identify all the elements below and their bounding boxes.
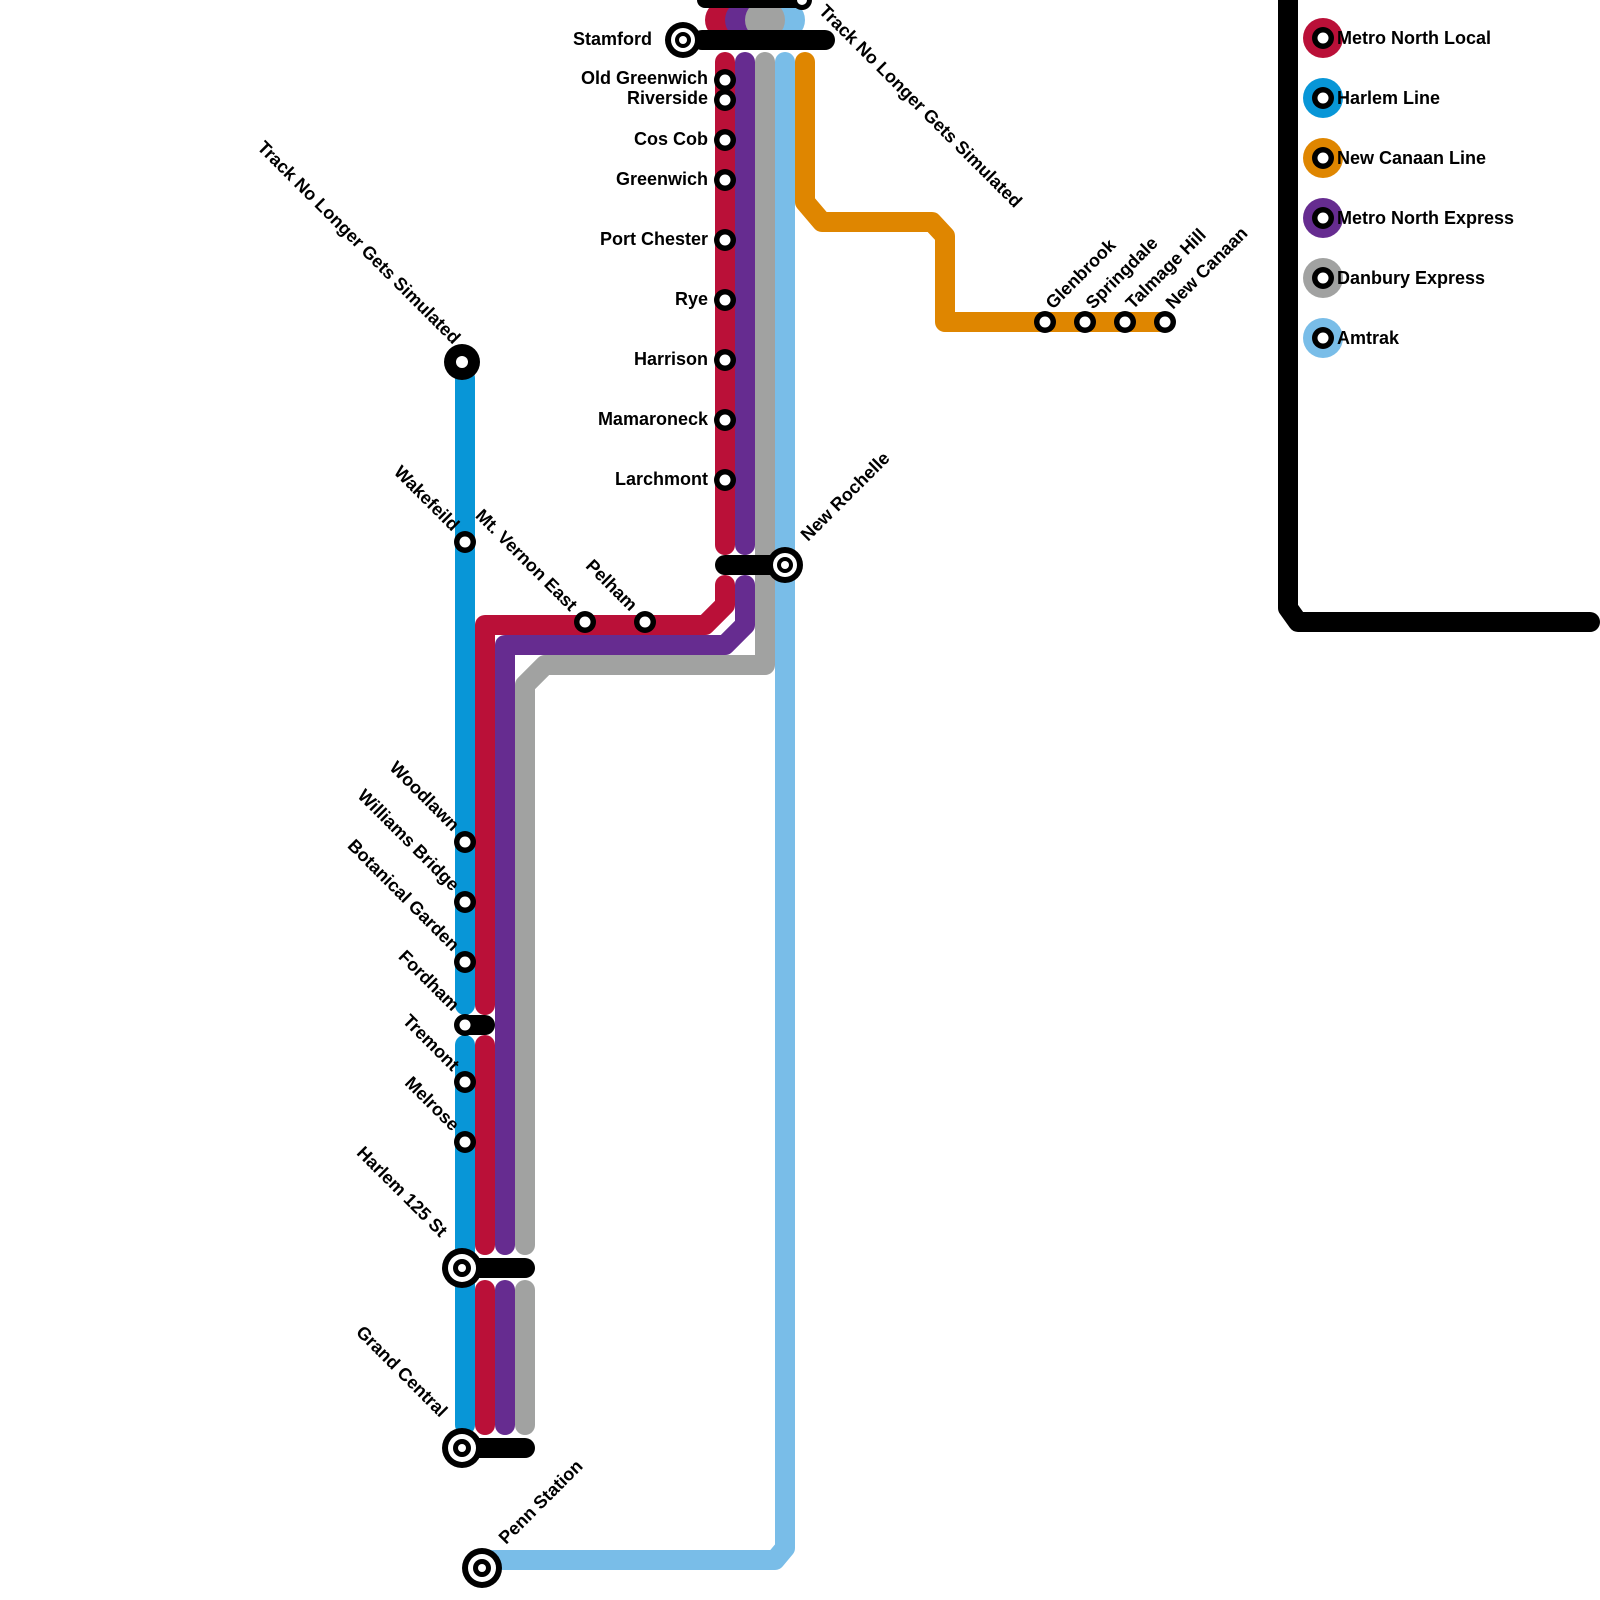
label-fordham: Fordham — [395, 946, 464, 1015]
station-woodlawn[interactable] — [454, 831, 476, 853]
station-larchmont[interactable] — [714, 469, 736, 491]
station-rye[interactable] — [714, 289, 736, 311]
label-wakefeild: Wakefeild — [390, 462, 463, 535]
label-harlem-terminus-note: Track No Longer Gets Simulated — [254, 137, 465, 348]
legend-item-danbury-express: Danbury Express — [1303, 258, 1485, 298]
station-harrison[interactable] — [714, 349, 736, 371]
station-melrose[interactable] — [454, 1131, 476, 1153]
label-port-chester: Port Chester — [600, 229, 708, 249]
station-wakefeild[interactable] — [454, 531, 476, 553]
station-riverside[interactable] — [714, 89, 736, 111]
label-mamaroneck: Mamaroneck — [598, 409, 709, 429]
legend-label: Metro North Local — [1337, 28, 1491, 48]
station-new-canaan[interactable] — [1154, 311, 1176, 333]
station-cos-cob[interactable] — [714, 129, 736, 151]
label-greenwich: Greenwich — [616, 169, 708, 189]
danbury-segment — [515, 52, 775, 1255]
label-tremont: Tremont — [399, 1010, 463, 1074]
metro-north-express-line — [495, 52, 755, 1435]
legend-item-new-canaan-line: New Canaan Line — [1303, 138, 1486, 178]
label-penn-station: Penn Station — [495, 1456, 587, 1548]
label-cos-cob: Cos Cob — [634, 129, 708, 149]
station-fordham[interactable] — [454, 1014, 476, 1036]
express-segment — [495, 575, 755, 1255]
station-harlem-125[interactable] — [442, 1248, 482, 1288]
label-rye: Rye — [675, 289, 708, 309]
legend-label: Amtrak — [1337, 328, 1400, 348]
station-greenwich[interactable] — [714, 169, 736, 191]
station-port-chester[interactable] — [714, 229, 736, 251]
station-botanical-garden[interactable] — [454, 951, 476, 973]
station-pelham[interactable] — [634, 611, 656, 633]
station-tremont[interactable] — [454, 1071, 476, 1093]
label-botanical-garden: Botanical Garden — [344, 835, 464, 955]
label-old-greenwich: Old Greenwich — [581, 68, 708, 88]
amtrak-line — [475, 52, 795, 1570]
legend-frame — [1278, 0, 1600, 632]
label-williams-bridge: Williams Bridge — [354, 785, 464, 895]
station-williams-bridge[interactable] — [454, 891, 476, 913]
station-new-rochelle[interactable] — [767, 547, 803, 583]
small-stations — [454, 69, 1176, 1153]
label-harrison: Harrison — [634, 349, 708, 369]
label-stamford: Stamford — [573, 29, 652, 49]
stations — [442, 0, 812, 1588]
danbury-express-line — [515, 52, 775, 1435]
legend-item-metro-north-local: Metro North Local — [1303, 18, 1491, 58]
amtrak-segment — [475, 52, 795, 1570]
new-canaan-line — [795, 52, 1175, 332]
station-talmage-hill[interactable] — [1114, 311, 1136, 333]
label-harlem-125: Harlem 125 St — [353, 1142, 451, 1240]
label-grand-central: Grand Central — [352, 1322, 451, 1421]
label-new-haven-terminus-note: Track No Longer Gets Simulated — [815, 1, 1026, 212]
legend-item-amtrak: Amtrak — [1303, 318, 1400, 358]
label-riverside: Riverside — [627, 88, 708, 108]
station-new-haven-terminus[interactable] — [792, 0, 812, 10]
station-springdale[interactable] — [1074, 311, 1096, 333]
label-melrose: Melrose — [401, 1073, 463, 1135]
label-larchmont: Larchmont — [615, 469, 708, 489]
new-canaan-segment — [795, 52, 1175, 332]
label-mt-vernon-east: Mt. Vernon East — [472, 505, 582, 615]
label-pelham: Pelham — [582, 555, 641, 614]
legend-label: New Canaan Line — [1337, 148, 1486, 168]
station-glenbrook[interactable] — [1034, 311, 1056, 333]
station-old-greenwich[interactable] — [714, 69, 736, 91]
legend-label: Metro North Express — [1337, 208, 1514, 228]
legend-item-harlem-line: Harlem Line — [1303, 78, 1440, 118]
local-segment — [475, 575, 735, 1015]
station-mamaroneck[interactable] — [714, 409, 736, 431]
station-grand-central[interactable] — [442, 1428, 482, 1468]
station-stamford[interactable] — [665, 22, 701, 58]
station-penn-station[interactable] — [462, 1548, 502, 1588]
legend-label: Harlem Line — [1337, 88, 1440, 108]
legend-item-metro-north-express: Metro North Express — [1303, 198, 1514, 238]
legend-label: Danbury Express — [1337, 268, 1485, 288]
label-new-rochelle: New Rochelle — [797, 448, 894, 545]
station-mt-vernon-east[interactable] — [574, 611, 596, 633]
station-harlem-terminus[interactable] — [444, 344, 480, 380]
